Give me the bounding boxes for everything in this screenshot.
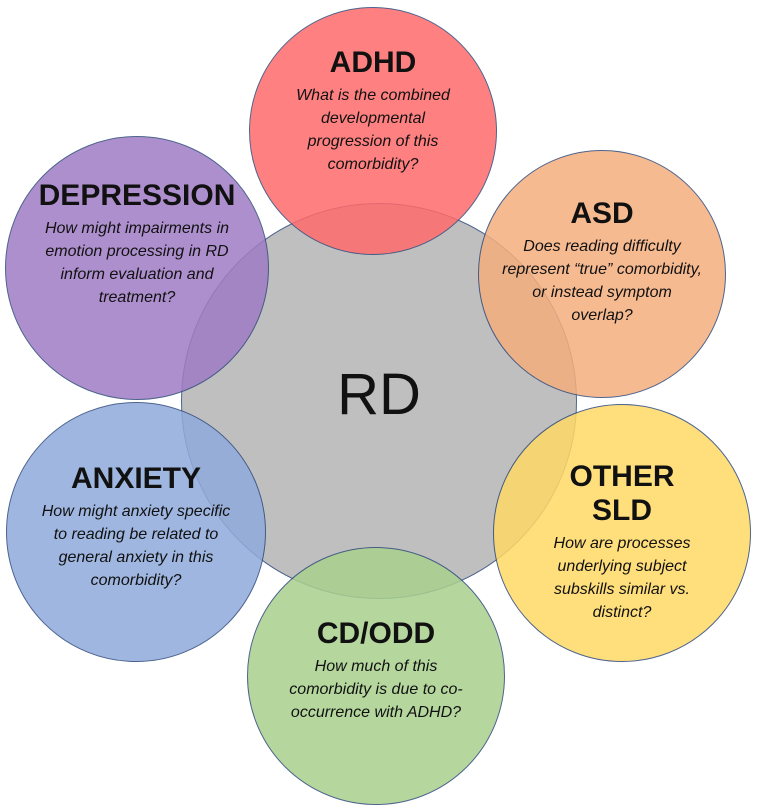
depression-circle bbox=[5, 136, 269, 400]
depression-content: DEPRESSION How might impairments in emot… bbox=[32, 179, 242, 309]
asd-content: ASD Does reading difficulty represent “t… bbox=[500, 197, 704, 327]
anxiety-title: ANXIETY bbox=[70, 462, 202, 495]
asd-title: ASD bbox=[570, 197, 634, 230]
adhd-content: ADHD What is the combined developmental … bbox=[279, 46, 467, 176]
other-sld-question: How are processes underlying subject sub… bbox=[553, 535, 691, 621]
cd-odd-question: How much of this comorbidity is due to c… bbox=[289, 658, 463, 721]
other-sld-content: OTHER SLD How are processes underlying s… bbox=[537, 460, 707, 624]
asd-circle bbox=[478, 150, 726, 398]
cd-odd-circle bbox=[247, 547, 505, 805]
depression-question: How might impairments in emotion process… bbox=[44, 220, 230, 306]
cd-odd-title: CD/ODD bbox=[316, 617, 436, 650]
other-sld-title: OTHER SLD bbox=[569, 460, 675, 527]
anxiety-circle bbox=[6, 402, 266, 662]
adhd-circle bbox=[249, 7, 497, 255]
adhd-question: What is the combined developmental progr… bbox=[296, 87, 450, 173]
cd-odd-content: CD/ODD How much of this comorbidity is d… bbox=[286, 617, 466, 724]
other-sld-circle bbox=[493, 404, 751, 662]
anxiety-question: How might anxiety specific to reading be… bbox=[41, 503, 231, 589]
depression-title: DEPRESSION bbox=[38, 179, 236, 212]
anxiety-content: ANXIETY How might anxiety specific to re… bbox=[37, 462, 235, 592]
rd-center-label: RD bbox=[337, 362, 421, 427]
asd-question: Does reading difficulty represent “true”… bbox=[502, 238, 702, 324]
adhd-title: ADHD bbox=[329, 46, 417, 79]
